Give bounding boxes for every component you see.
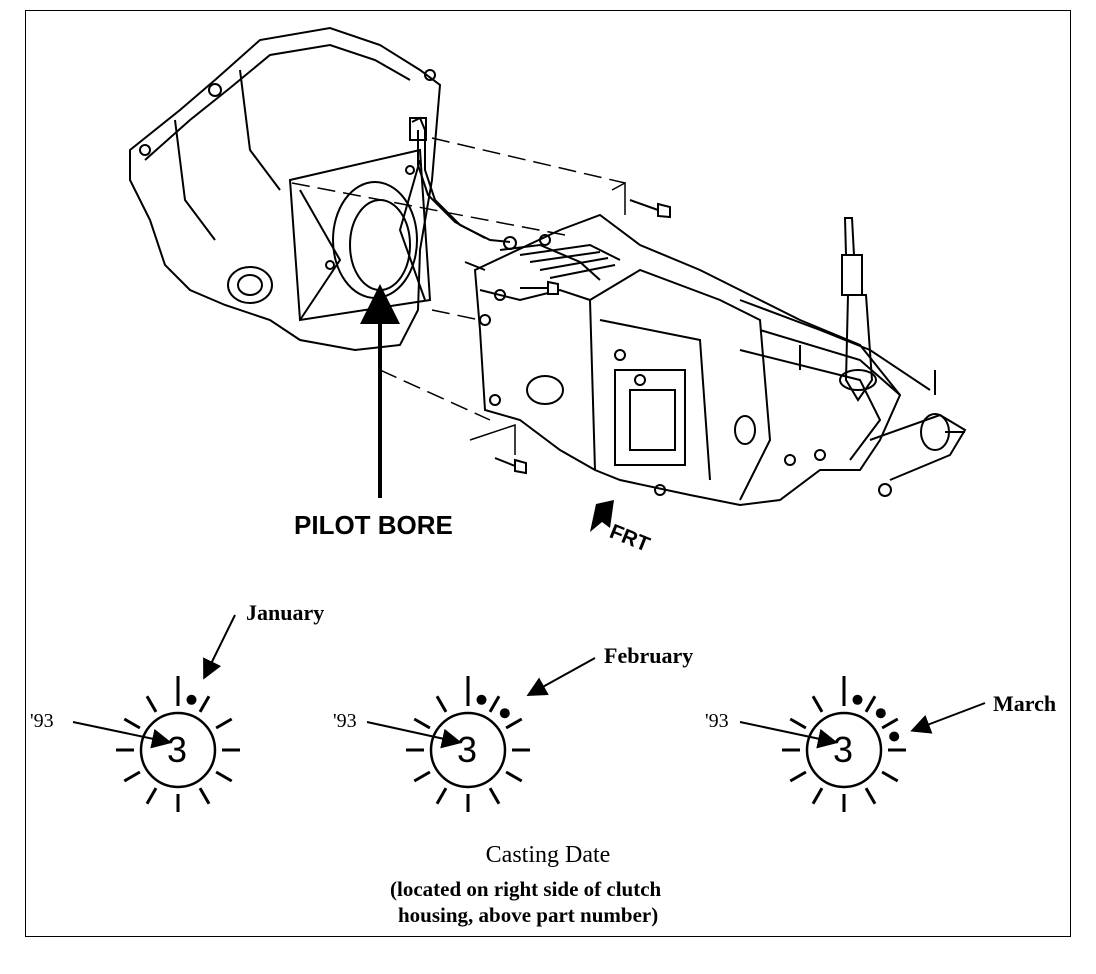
month-dot: [852, 694, 863, 705]
dial-tick: [881, 770, 899, 783]
dial-tick: [864, 695, 877, 713]
dial-tick: [811, 787, 824, 805]
dial-tick: [505, 770, 523, 783]
caption-note-line-2: housing, above part number): [398, 903, 659, 927]
march-arrow: [910, 702, 986, 734]
dial-tick: [435, 787, 448, 805]
dial-digit-2: 3: [457, 729, 478, 770]
year-arrow-3: [739, 721, 838, 749]
leader-lines: [469, 181, 626, 455]
month-dot: [875, 708, 886, 719]
year-arrow-2: [366, 721, 462, 749]
february-arrow: [526, 657, 596, 696]
hydraulic-line: [409, 116, 551, 250]
alignment-lines: [291, 137, 626, 421]
gearbox-body: [473, 213, 967, 507]
dial-tick: [881, 717, 899, 730]
dial-tick: [789, 770, 807, 783]
dial-tick: [811, 695, 824, 713]
mounting-bolts: [464, 199, 671, 475]
year-label-3: '93: [705, 710, 729, 732]
dial-digit-3: 3: [833, 729, 854, 770]
dial-tick: [198, 787, 211, 805]
dial-tick: [435, 695, 448, 713]
shift-lever: [799, 217, 936, 402]
dial-tick: [488, 695, 501, 713]
dial-tick: [215, 717, 233, 730]
year-label-2: '93: [333, 710, 357, 732]
caption-title: Casting Date: [485, 842, 611, 868]
month-dot: [499, 708, 510, 719]
dial-digit-1: 3: [167, 729, 188, 770]
month-dot: [889, 731, 900, 742]
january-label: January: [246, 600, 325, 625]
caption-note-line-1: (located on right side of clutch: [390, 877, 662, 901]
february-label: February: [604, 643, 694, 668]
bell-housing: [129, 26, 442, 352]
year-arrow-1: [72, 721, 172, 749]
dial-tick: [505, 717, 523, 730]
month-dot: [476, 694, 487, 705]
march-label: March: [993, 691, 1057, 716]
pilot-bore-label: PILOT BORE: [294, 510, 453, 540]
dial-tick: [413, 717, 431, 730]
january-arrow: [203, 614, 236, 680]
dial-tick: [145, 695, 158, 713]
dial-tick: [413, 770, 431, 783]
dial-tick: [488, 787, 501, 805]
dial-tick: [198, 695, 211, 713]
year-label-1: '93: [30, 710, 54, 732]
dial-tick: [123, 717, 141, 730]
month-dot: [186, 694, 197, 705]
dial-tick: [123, 770, 141, 783]
front-arrow-icon: [590, 500, 614, 532]
dial-tick: [215, 770, 233, 783]
figure-frame: [25, 10, 1071, 937]
dial-tick: [864, 787, 877, 805]
dial-tick: [145, 787, 158, 805]
dial-tick: [789, 717, 807, 730]
